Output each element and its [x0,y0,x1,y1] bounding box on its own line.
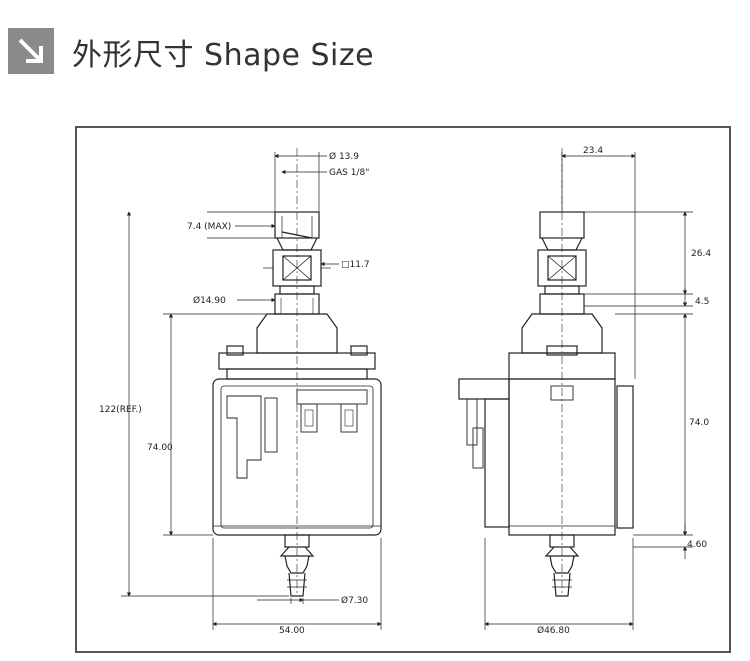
side-view-dimensions [484,152,693,630]
side-view [458,148,634,597]
dim-inlet-diameter: Ø 13.9 [329,151,359,162]
dim-neck-diameter: Ø14.90 [193,295,226,306]
technical-drawing: Ø 13.9 GAS 1/8" 7.4 (MAX) □11.7 Ø14.90 1… [99,146,711,636]
page-header: 外形尺寸 Shape Size [0,0,750,90]
side-view-labels: 23.4 26.4 4.5 74.0 4.60 Ø46.80 [537,146,711,636]
dim-offset: 23.4 [583,146,603,156]
dim-body-height: 74.00 [147,443,173,453]
dim-side-body-height: 74.0 [689,418,709,428]
dim-thread: GAS 1/8" [329,168,369,178]
dim-hex: □11.7 [341,260,370,270]
dim-flange: 4.5 [695,297,709,307]
dim-base: 4.60 [687,540,707,550]
dim-total-height: 122(REF.) [99,405,142,415]
dim-outlet-diameter: Ø7.30 [341,595,368,606]
dim-width: 54.00 [279,626,305,636]
arrow-down-right-icon [8,28,54,74]
front-view [212,148,382,597]
dim-depth: 7.4 (MAX) [187,222,231,232]
front-view-dimensions [121,152,382,630]
drawing-frame: Ø 13.9 GAS 1/8" 7.4 (MAX) □11.7 Ø14.90 1… [75,126,731,653]
front-view-labels: Ø 13.9 GAS 1/8" 7.4 (MAX) □11.7 Ø14.90 1… [99,151,370,636]
page-title: 外形尺寸 Shape Size [72,38,375,73]
dim-inlet-height: 26.4 [691,249,711,259]
dim-body-diameter: Ø46.80 [537,625,570,636]
